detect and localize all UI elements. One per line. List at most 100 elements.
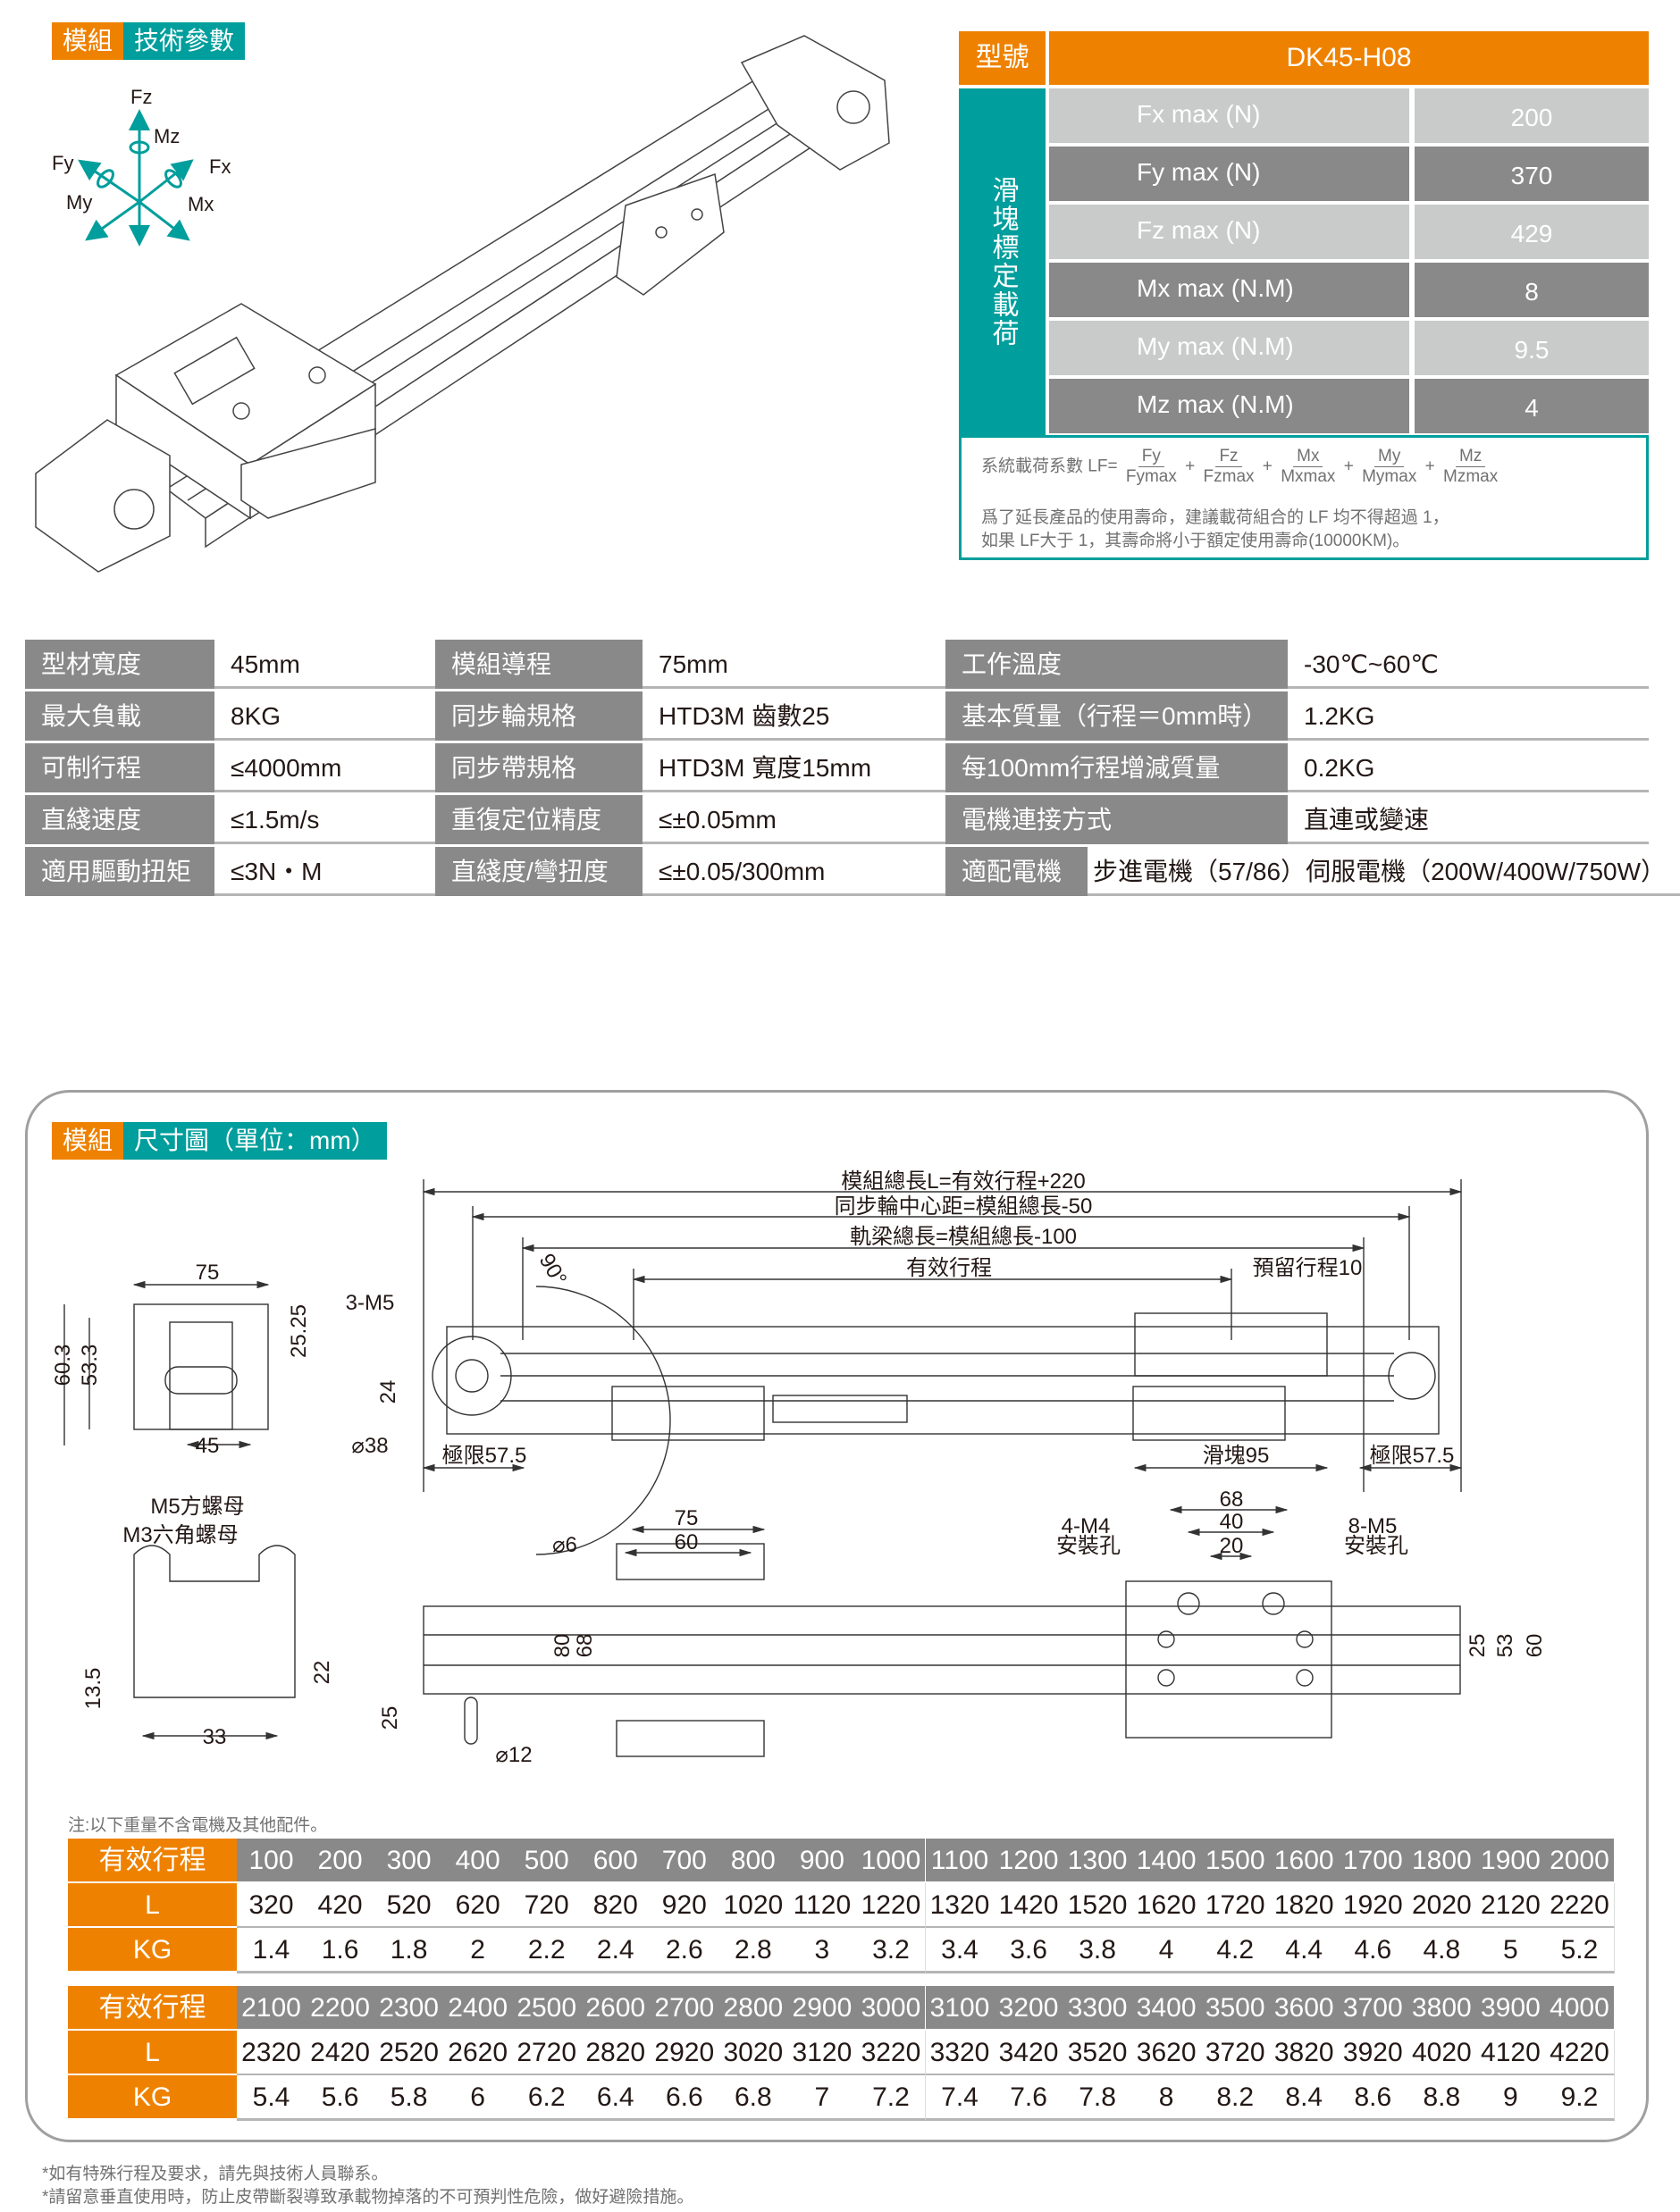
spec-name: Fx max (N) (1049, 88, 1409, 143)
param-value: 8KG (214, 691, 435, 741)
dim-c68: 68 (1220, 1487, 1244, 1512)
length-cell: 3420 (994, 2031, 1064, 2076)
length-cell: 1320 (925, 1883, 995, 1929)
dim-r53: 53 (1493, 1634, 1517, 1658)
param-value: ≤4000mm (214, 743, 435, 792)
isometric-module-drawing (35, 35, 890, 573)
length-cell: 3320 (925, 2031, 995, 2076)
length-cell: 3120 (787, 2031, 858, 2076)
stroke-cell: 400 (443, 1839, 513, 1881)
dimension-section (25, 1090, 1649, 2142)
formula-note-2: 如果 LF大于 1，其壽命將小于額定使用壽命(10000KM)。 (981, 532, 1410, 550)
length-cell: 4020 (1407, 2031, 1477, 2076)
dim-r60: 60 (1523, 1634, 1547, 1658)
weight-cell: 2.6 (650, 1928, 720, 1973)
stroke-cell: 1400 (1131, 1839, 1201, 1881)
stroke-cell: 1300 (1063, 1839, 1132, 1881)
dimension-tag: 模組 尺寸圖（單位：mm） (52, 1122, 387, 1160)
param-label: 適配電機 (945, 847, 1088, 896)
length-cell: 2820 (581, 2031, 651, 2076)
length-cell: 4220 (1544, 2031, 1615, 2076)
stroke-cell: 1500 (1200, 1839, 1270, 1881)
weight-cell: 3.2 (856, 1928, 927, 1973)
spec-row: Fx max (N)200 (1049, 88, 1649, 143)
length-cell: 2720 (512, 2031, 583, 2076)
denominator: Mxmax (1281, 467, 1336, 486)
length-cell: 920 (650, 1883, 720, 1929)
dim-8m5: 8-M5 (1348, 1514, 1398, 1538)
length-cell: 1120 (787, 1883, 858, 1929)
fz-label: Fz (130, 86, 152, 108)
spec-name: Mx max (N.M) (1049, 263, 1409, 317)
dim-3m5: 3-M5 (346, 1291, 395, 1315)
param-label: 同步輪規格 (435, 691, 643, 741)
row-label: L (68, 1883, 237, 1926)
stroke-cell: 200 (306, 1839, 375, 1881)
length-cell: 3220 (856, 2031, 927, 2076)
length-cell: 3720 (1200, 2031, 1271, 2076)
dim-reserve: 預留行程10 (1253, 1256, 1363, 1280)
weight-cell: 8 (1131, 2075, 1202, 2121)
stroke-cell: 2900 (787, 1986, 857, 2029)
dim-h53-3: 53.3 (78, 1345, 102, 1387)
tech-params-tag: 模組 技術參數 (52, 22, 246, 60)
my-label: My (66, 191, 92, 214)
stroke-cell: 3800 (1407, 1986, 1476, 2029)
dim-h25: 25 (378, 1706, 402, 1730)
dim-b60: 60 (675, 1530, 699, 1554)
stroke-cell: 700 (650, 1839, 719, 1881)
numerator: Mz (1455, 447, 1486, 467)
length-cell: 1720 (1200, 1883, 1271, 1929)
weight-cell: 6.6 (650, 2075, 720, 2121)
fx-label: Fx (209, 155, 231, 178)
row-label: 有效行程 (68, 1839, 237, 1881)
spec-name: Fy max (N) (1049, 147, 1409, 201)
dim-b68: 68 (573, 1634, 597, 1658)
stroke-cell: 300 (374, 1839, 444, 1881)
spec-name: Fz max (N) (1049, 205, 1409, 259)
spec-name: Mz max (N.M) (1049, 379, 1409, 433)
dim-angle: 90° (534, 1250, 572, 1290)
stroke-cell: 3000 (856, 1986, 926, 2029)
stroke-cell: 1900 (1475, 1839, 1545, 1881)
tag-prefix: 模組 (52, 1122, 124, 1160)
row-label: 有效行程 (68, 1986, 237, 2029)
param-value: ≤3N・M (214, 847, 435, 896)
length-cell: 2920 (650, 2031, 720, 2076)
weight-cell: 9.2 (1544, 2075, 1615, 2121)
length-cell: 2520 (374, 2031, 445, 2076)
dim-h24: 24 (376, 1380, 400, 1404)
param-label: 型材寬度 (25, 640, 214, 689)
dim-4m4-holes: 安裝孔 (1056, 1534, 1121, 1558)
row-label: L (68, 2031, 237, 2074)
dim-total-length: 模組總長L=有效行程+220 (841, 1169, 1085, 1194)
stroke-cell: 1200 (994, 1839, 1063, 1881)
weight-cell: 5 (1475, 1928, 1546, 1973)
tag-title: 尺寸圖（單位：mm） (123, 1122, 387, 1160)
spec-row: Mx max (N.M)8 (1049, 263, 1649, 317)
rated-load-label: 滑塊標定載荷 (959, 88, 1046, 435)
dim-d38: ⌀38 (351, 1434, 388, 1458)
length-cell: 4120 (1475, 2031, 1546, 2076)
load-spec-table: 型號 DK45-H08 滑塊標定載荷 Fx max (N)200 Fy max … (959, 31, 1649, 560)
length-cell: 3820 (1269, 2031, 1340, 2076)
plus-sign: + (1343, 457, 1354, 476)
spec-value: 200 (1415, 88, 1649, 143)
stroke-cell: 4000 (1544, 1986, 1614, 2029)
weight-cell: 4.2 (1200, 1928, 1271, 1973)
weight-cell: 8.8 (1407, 2075, 1477, 2121)
weight-cell: 3.6 (994, 1928, 1064, 1973)
dim-h60-3: 60.3 (51, 1345, 75, 1387)
dim-b75: 75 (675, 1506, 699, 1530)
stroke-cell: 3400 (1131, 1986, 1201, 2029)
row-label: KG (68, 2075, 237, 2118)
length-cell: 2120 (1475, 1883, 1546, 1929)
stroke-cell: 500 (512, 1839, 582, 1881)
length-cell: 1920 (1338, 1883, 1408, 1929)
dim-d12: ⌀12 (495, 1743, 532, 1767)
stroke-cell: 1800 (1407, 1839, 1476, 1881)
